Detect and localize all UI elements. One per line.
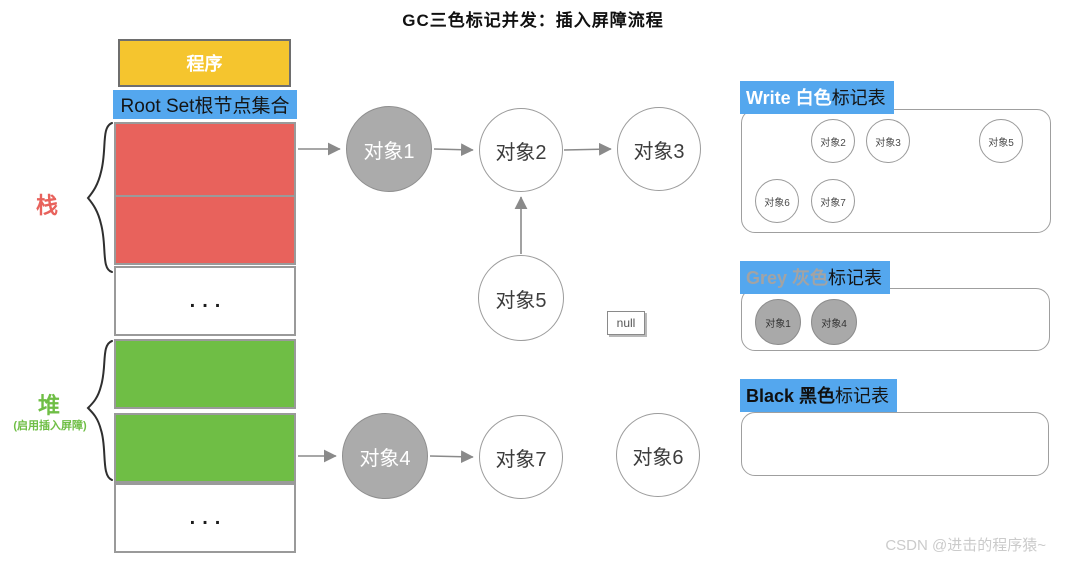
grey-table-title-cn: 标记表 [828,268,883,288]
arrow-obj2-to-obj3 [563,142,612,156]
node-obj7: 对象7 [479,415,563,499]
white-table-title-en: Write 白色 [746,88,832,108]
node-obj4: 对象4 [342,413,428,499]
null-tooltip: null [607,311,645,335]
arrow-obj4-to-obj7 [429,450,474,464]
root-set-block: Root Set根节点集合 [113,90,297,119]
grey-table-item-obj1: 对象1 [755,299,801,345]
stack-slot-2 [114,195,296,265]
grey-table-item-obj4: 对象4 [811,299,857,345]
heap-brace [86,340,113,481]
node-obj3: 对象3 [617,107,701,191]
heap-ellipsis-cell: ... [114,483,296,553]
stack-brace [86,122,113,273]
node-obj1: 对象1 [346,106,432,192]
node-obj2: 对象2 [479,108,563,192]
white-table-item-obj3: 对象3 [866,119,910,163]
black-table-box [741,412,1049,476]
watermark: CSDN @进击的程序猿~ [885,537,1046,554]
stack-slot-1 [114,122,296,195]
white-table-header: Write 白色标记表 [740,81,894,114]
node-obj6: 对象6 [616,413,700,497]
white-table-item-obj5: 对象5 [979,119,1023,163]
white-table-item-obj6: 对象6 [755,179,799,223]
arrow-obj1-to-obj2 [433,143,474,157]
heap-slot-2 [114,413,296,483]
black-table-title-cn: 标记表 [835,386,890,406]
program-block: 程序 [118,39,291,87]
black-table-title-en: Black 黑色 [746,386,836,406]
heap-note: (启用插入屏障) [13,420,87,432]
black-table-header: Black 黑色标记表 [740,379,898,412]
node-obj5: 对象5 [478,255,564,341]
stack-ellipsis-cell: ... [114,266,296,336]
grey-table-header: Grey 灰色标记表 [740,261,891,294]
white-table-item-obj2: 对象2 [811,119,855,163]
grey-table-title-en: Grey 灰色 [746,268,829,288]
heap-slot-1 [114,339,296,409]
page-title: GC三色标记并发：插入屏障流程 [402,11,664,30]
heap-ellipsis: ... [189,506,228,529]
white-table-item-obj7: 对象7 [811,179,855,223]
white-table-title-cn: 标记表 [831,88,886,108]
stack-label: 栈 [36,193,59,218]
heap-label: 堆 [38,393,61,418]
stack-ellipsis: ... [189,289,228,312]
